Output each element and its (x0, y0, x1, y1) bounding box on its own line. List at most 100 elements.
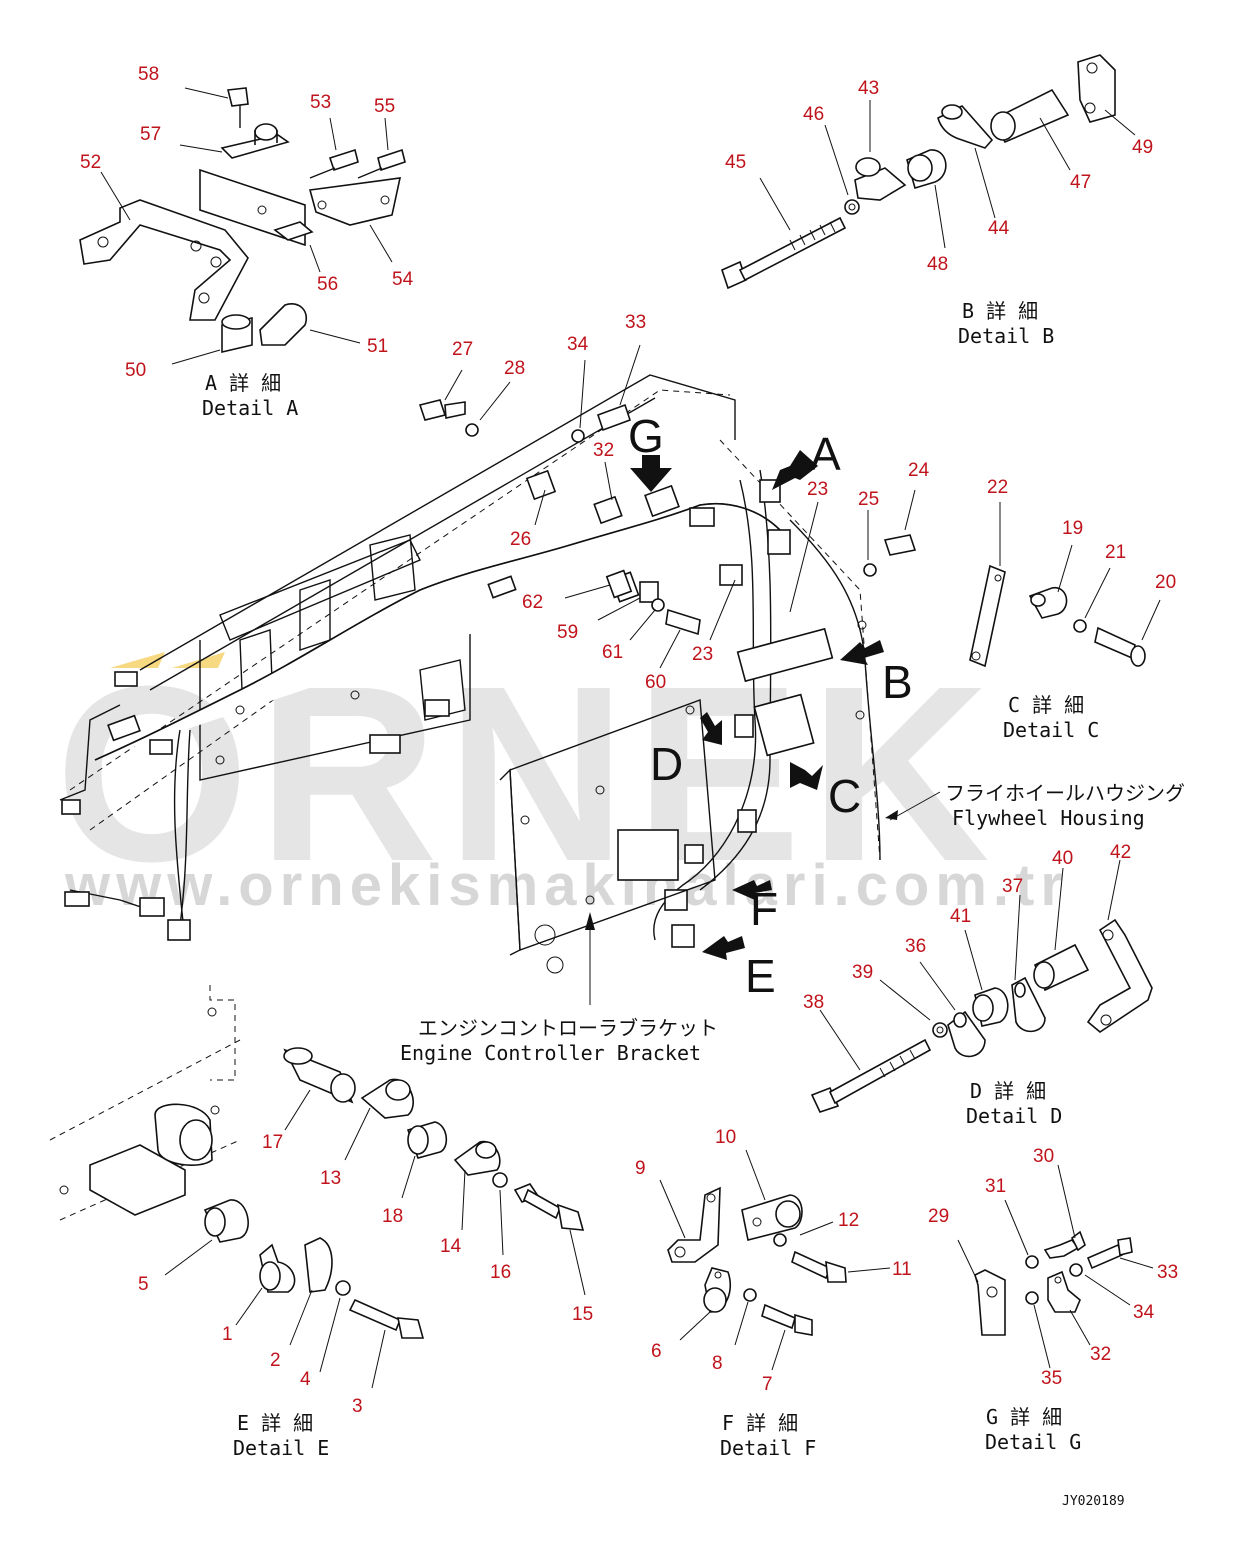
callout-34b: 34 (1133, 1302, 1155, 1323)
arrow-letter-d: D (650, 738, 683, 790)
detail-g: 30 31 29 33 34 32 35 G 詳 細 Detail G (928, 1146, 1178, 1454)
callout-12: 12 (838, 1210, 859, 1231)
detail-e-en: Detail E (233, 1436, 329, 1460)
controller-label-en: Engine Controller Bracket (400, 1041, 701, 1065)
watermark: ORNEK www.ornekismakinalari.com.tr (55, 634, 1069, 918)
callout-51: 51 (367, 336, 388, 357)
detail-b: 43 46 45 44 48 47 49 B 詳 細 Detail B (721, 54, 1153, 348)
callout-48: 48 (927, 254, 948, 275)
callout-10: 10 (715, 1127, 736, 1148)
callout-26: 26 (510, 529, 531, 550)
arrow-letter-b: B (882, 656, 913, 708)
callout-47: 47 (1070, 172, 1091, 193)
detail-g-en: Detail G (985, 1430, 1081, 1454)
callout-18: 18 (382, 1206, 403, 1227)
watermark-url: www.ornekismakinalari.com.tr (64, 853, 1069, 918)
callout-25: 25 (858, 489, 879, 510)
arrow-icon (732, 880, 772, 900)
callout-38: 38 (803, 992, 824, 1013)
detail-d-jp: D 詳 細 (970, 1079, 1046, 1103)
callout-55: 55 (374, 96, 395, 117)
callout-23a: 23 (807, 479, 828, 500)
callout-5: 5 (138, 1274, 149, 1295)
callout-33b: 33 (1157, 1262, 1178, 1283)
callout-24: 24 (908, 460, 930, 481)
callout-23b: 23 (692, 644, 713, 665)
callout-17: 17 (262, 1132, 283, 1153)
detail-b-en: Detail B (958, 324, 1054, 348)
arrow-icon (840, 640, 884, 665)
detail-d-en: Detail D (966, 1104, 1062, 1128)
callout-32b: 32 (1090, 1344, 1111, 1365)
arrow-icon (700, 712, 722, 745)
callout-44: 44 (988, 218, 1010, 239)
view-arrows (630, 450, 884, 960)
callout-35: 35 (1041, 1368, 1062, 1389)
callout-29: 29 (928, 1206, 949, 1227)
callout-39: 39 (852, 962, 873, 983)
detail-a: 58 53 55 57 52 56 54 50 51 A 詳 細 Detail … (79, 64, 414, 420)
callout-21: 21 (1105, 542, 1126, 563)
arrow-icon (790, 762, 823, 790)
callout-57: 57 (140, 124, 161, 145)
callout-36: 36 (905, 936, 926, 957)
callout-62: 62 (522, 592, 543, 613)
callout-14: 14 (440, 1236, 462, 1257)
callout-61: 61 (602, 642, 623, 663)
callout-40: 40 (1052, 848, 1073, 869)
detail-b-jp: B 詳 細 (962, 299, 1038, 323)
callout-2: 2 (270, 1350, 281, 1371)
callout-15: 15 (572, 1304, 593, 1325)
callout-46: 46 (803, 104, 824, 125)
detail-g-jp: G 詳 細 (986, 1405, 1062, 1429)
callout-56: 56 (317, 274, 338, 295)
callout-16: 16 (490, 1262, 511, 1283)
detail-f-en: Detail F (720, 1436, 816, 1460)
callout-50: 50 (125, 360, 146, 381)
callout-45: 45 (725, 152, 746, 173)
callout-3: 3 (352, 1396, 363, 1417)
callout-6: 6 (651, 1341, 662, 1362)
detail-e: 17 13 18 14 16 15 5 1 2 4 3 E 詳 細 Detail… (49, 985, 593, 1460)
callout-30: 30 (1033, 1146, 1054, 1167)
arrow-letter-g: G (628, 410, 664, 462)
callout-20: 20 (1155, 572, 1176, 593)
arrow-letter-a: A (810, 428, 841, 480)
callout-7: 7 (762, 1374, 773, 1395)
callout-4: 4 (300, 1369, 311, 1390)
callout-60: 60 (645, 672, 666, 693)
callout-52: 52 (80, 152, 101, 173)
callout-8: 8 (712, 1353, 723, 1374)
callout-34a: 34 (567, 334, 589, 355)
detail-d: 40 42 37 41 36 39 38 D 詳 細 Detail D (803, 842, 1153, 1128)
arrow-letter-c: C (828, 770, 861, 822)
center-callouts: 27 28 34 33 32 26 23 25 24 62 59 61 60 2… (418, 312, 930, 693)
watermark-brand: ORNEK (55, 634, 998, 913)
callout-59: 59 (557, 622, 578, 643)
flywheel-label-en: Flywheel Housing (952, 806, 1145, 830)
detail-a-en: Detail A (202, 396, 298, 420)
detail-c-jp: C 詳 細 (1008, 693, 1084, 717)
callout-33a: 33 (625, 312, 646, 333)
callout-27: 27 (452, 339, 473, 360)
drawing-code: JY020189 (1062, 1494, 1125, 1509)
callout-19: 19 (1062, 518, 1083, 539)
arrow-icon (702, 936, 745, 960)
detail-f: 9 10 12 11 6 8 7 F 詳 細 Detail F (635, 1127, 912, 1460)
controller-label-jp: エンジンコントローラブラケット (418, 1016, 718, 1040)
detail-c-en: Detail C (1003, 718, 1099, 742)
arrow-letter-e: E (745, 950, 776, 1002)
arrow-icon (630, 455, 672, 492)
callout-37: 37 (1002, 876, 1023, 897)
callout-41: 41 (950, 906, 971, 927)
callout-42: 42 (1110, 842, 1131, 863)
callout-58: 58 (138, 64, 159, 85)
detail-a-jp: A 詳 細 (205, 371, 281, 395)
callout-32a: 32 (593, 440, 614, 461)
arrow-letter-f: F (750, 883, 778, 935)
callout-1: 1 (222, 1324, 233, 1345)
callout-43: 43 (858, 78, 879, 99)
detail-c: 22 19 21 20 C 詳 細 Detail C (969, 477, 1176, 742)
detail-e-jp: E 詳 細 (237, 1411, 313, 1435)
